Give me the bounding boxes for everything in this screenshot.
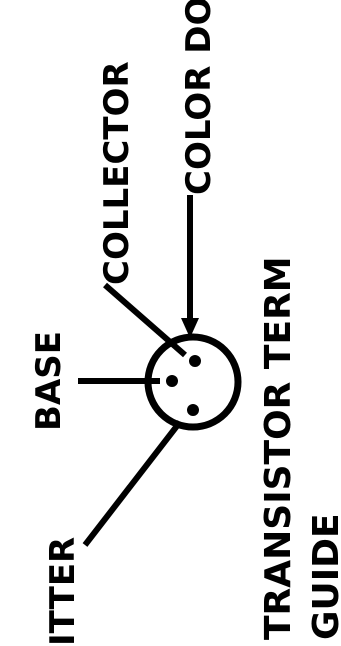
collector-label: COLLECTOR	[97, 61, 137, 285]
diagram-title-line1: TRANSISTOR TERM	[258, 256, 299, 640]
diagram-title-line2: GUIDE	[306, 513, 341, 640]
emitter-leader-line	[82, 420, 183, 547]
collector-leader-line	[103, 282, 187, 358]
color-dot-label: COLOR DOT	[179, 0, 219, 195]
color-dot-arrowhead	[181, 318, 199, 338]
collector-pin	[189, 355, 201, 367]
emitter-label: ITTER	[43, 537, 83, 646]
base-label: BASE	[29, 331, 69, 431]
base-pin	[166, 375, 178, 387]
emitter-pin	[187, 404, 199, 416]
